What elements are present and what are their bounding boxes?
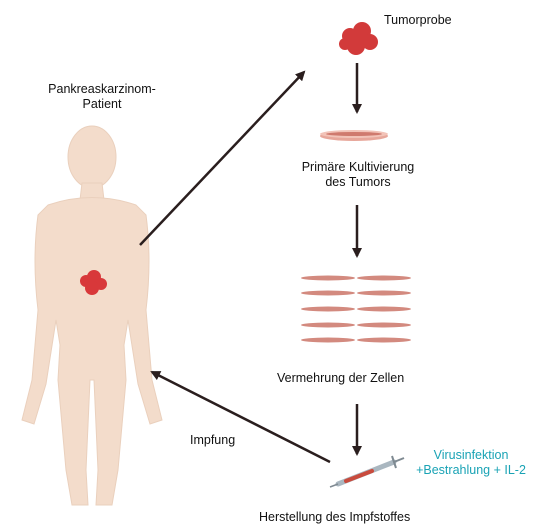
tumor-sample-label: Tumorprobe: [384, 13, 452, 28]
primary-culture-label: Primäre Kultivierung des Tumors: [270, 160, 446, 190]
treatment-label-line1: Virusinfektion: [412, 448, 530, 463]
patient-body: [22, 126, 162, 505]
patient-label: Pankreaskarzinom- Patient: [22, 82, 182, 112]
expansion-label: Vermehrung der Zellen: [277, 371, 404, 386]
vaccination-label: Impfung: [190, 433, 235, 448]
treatment-label-line2: +Bestrahlung + IL-2: [412, 463, 530, 478]
syringe-icon: [330, 456, 404, 487]
treatment-label: Virusinfektion +Bestrahlung + IL-2: [412, 448, 530, 478]
expanded-cultures: [301, 276, 411, 343]
petri-dish: [320, 130, 388, 141]
vaccine-production-label: Herstellung des Impfstoffes: [259, 510, 410, 525]
primary-culture-label-line1: Primäre Kultivierung: [270, 160, 446, 175]
primary-culture-label-line2: des Tumors: [270, 175, 446, 190]
tumor-sample: [339, 22, 378, 55]
